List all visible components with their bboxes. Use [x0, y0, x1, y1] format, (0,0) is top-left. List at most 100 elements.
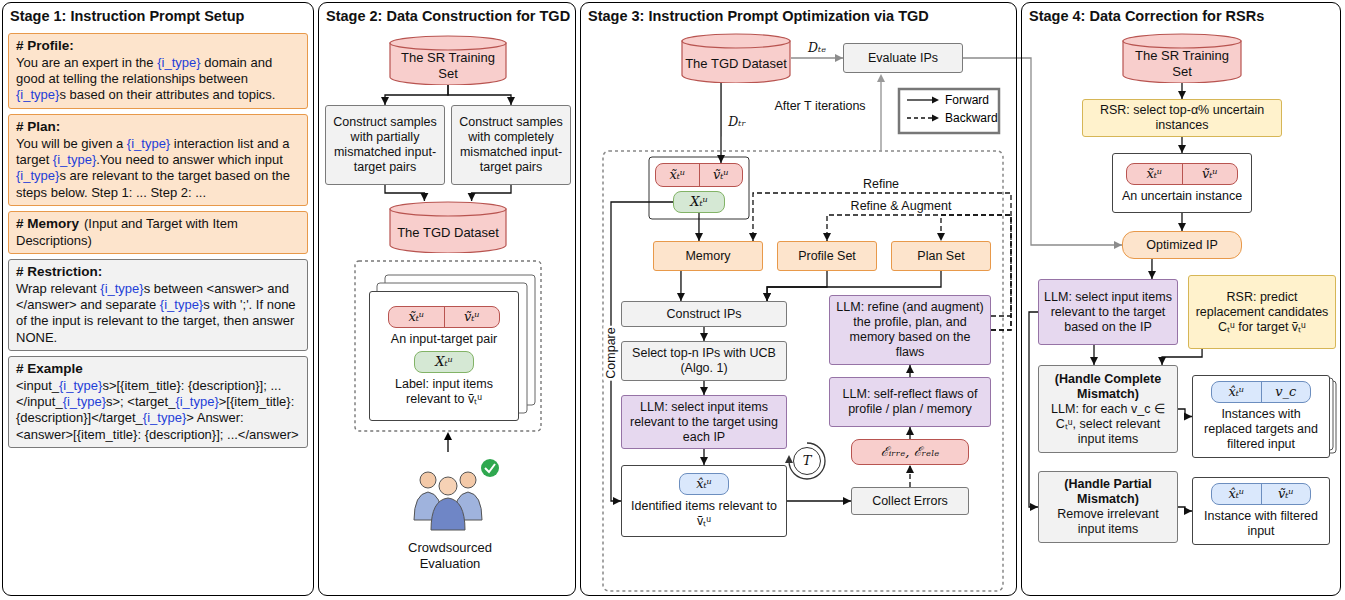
arrow-head	[1158, 357, 1166, 365]
legend-item: Forward	[906, 93, 989, 107]
prompt-section: # Memory(Input and Target with Item Desc…	[8, 211, 308, 254]
type-placeholder: {i_type}	[63, 394, 106, 409]
prompt-section: # Example<input_{i_type}s>[{item_title}:…	[8, 356, 308, 448]
panel-title: Stage 1: Instruction Prompt Setup	[10, 8, 244, 25]
dataset-stack	[355, 261, 541, 431]
instance-card: x̂ₜᵘv_cInstances with replaced targets a…	[1192, 375, 1330, 458]
process-box: Optimized IP	[1122, 231, 1242, 259]
legend-item: Backward	[906, 111, 998, 125]
box-text: Construct samples with completely mismat…	[457, 115, 565, 175]
connector-line	[767, 271, 827, 301]
variable-pill: Xₜᵘ	[414, 351, 474, 373]
box-text: Memory	[685, 249, 730, 264]
arrow-head	[717, 155, 725, 163]
box-text: You are an expert in the {i_type} domain…	[16, 55, 300, 104]
process-box: LLM: select input items relevant to the …	[621, 395, 787, 449]
prompt-section: # Restriction:Wrap relevant {i_type}s be…	[8, 259, 308, 351]
arrow-head	[906, 365, 914, 373]
process-box: LLM: refine (and augment) the profile, p…	[829, 295, 991, 365]
connector	[1178, 83, 1186, 99]
edge-label: Dₜᵣ	[726, 114, 747, 129]
person-head	[439, 477, 457, 495]
box-text: Identified items relevant to ṽₜᵘ	[627, 499, 781, 529]
type-placeholder: {i_type}	[16, 87, 59, 102]
cylinder-top	[682, 34, 790, 48]
legend-arrowhead	[932, 115, 939, 122]
check-badge	[481, 459, 499, 477]
dataset-cylinder: The SR Training Set	[1122, 33, 1242, 83]
box-text: Plan Set	[917, 249, 964, 264]
process-box: Construct IPs	[621, 301, 787, 327]
box-text: Label: input items relevant to ṽₜᵘ	[375, 377, 513, 407]
box-text: Instance with filtered input	[1198, 509, 1324, 539]
variable-pill: x̃ₜᵘṽₜᵘ	[388, 306, 500, 328]
edge-label: Refine & Augment	[849, 199, 954, 214]
legend-sample	[906, 113, 940, 123]
connector-line	[720, 83, 721, 163]
connector-line	[787, 500, 851, 501]
arrow-head	[1184, 413, 1192, 421]
pill-text: v_c	[1261, 382, 1311, 402]
arrow-head	[843, 497, 851, 505]
type-placeholder: {i_type}	[100, 281, 143, 296]
type-placeholder: {i_type}	[160, 297, 203, 312]
process-box: (Handle Complete Mismatch)LLM: for each …	[1038, 365, 1178, 453]
arrow-head	[507, 97, 515, 105]
process-box: LLM: self-reflect flaws of profile / pla…	[829, 377, 991, 427]
process-box: Construct samples with completely mismat…	[451, 105, 571, 185]
instance-frame	[649, 157, 749, 219]
box-text: Wrap relevant {i_type}s between <answer>…	[16, 281, 300, 346]
connector	[906, 365, 914, 377]
section-heading: # Memory	[16, 216, 79, 231]
process-box: RSR: select top-α% uncertain instances	[1082, 99, 1282, 137]
arrow-head	[763, 293, 771, 301]
connector-line	[963, 58, 1122, 245]
box-text: LLM: refine (and augment) the profile, p…	[835, 300, 985, 360]
variable-pill: x̃ₜᵘṽₜᵘ	[1126, 163, 1238, 185]
arrow-head	[749, 233, 757, 241]
connector	[787, 497, 851, 505]
connector	[763, 271, 827, 301]
instance-card: x̂ₜᵘIdentified items relevant to ṽₜᵘ	[621, 465, 787, 537]
box-text: Collect Errors	[872, 494, 948, 509]
arrow-head	[835, 54, 843, 62]
crowd-icon	[414, 432, 499, 530]
box-text: LLM: select input items relevant to the …	[627, 400, 781, 445]
prompt-section: # Profile:You are an expert in the {i_ty…	[8, 33, 308, 109]
legend-line	[907, 99, 933, 100]
box-heading: (Handle Partial Mismatch)	[1044, 477, 1172, 507]
box-text: Construct IPs	[666, 307, 741, 322]
arrow-head	[1184, 507, 1192, 515]
box-text: The SR Training Set	[1126, 48, 1238, 79]
instance-card: x̃ₜᵘṽₜᵘ An uncertain instance	[1112, 153, 1252, 213]
arrow-head	[1178, 145, 1186, 153]
box-text: The TGD Dataset	[397, 225, 499, 241]
connector	[677, 271, 685, 301]
type-placeholder: {i_type}	[53, 152, 96, 167]
box-text: An uncertain instance	[1122, 189, 1242, 204]
connector	[381, 85, 448, 105]
stage-panel: Stage 3: Instruction Prompt Optimization…	[580, 2, 1017, 596]
pill-text: x̃ₜᵘ	[1127, 164, 1182, 184]
arrow-head	[785, 455, 793, 463]
pill-text: ṽₜᵘ	[1182, 164, 1238, 184]
section-heading: # Plan:	[16, 119, 300, 136]
connector	[1029, 312, 1038, 511]
arrow-head	[823, 233, 831, 241]
panel-title: Stage 3: Instruction Prompt Optimization…	[588, 8, 929, 25]
connector-line	[1162, 349, 1202, 365]
pill-text: x̂ₜᵘ	[1212, 484, 1261, 504]
process-box: Construct samples with partially mismatc…	[325, 105, 445, 185]
arrow-head	[381, 97, 389, 105]
person-head	[460, 472, 476, 488]
connector	[1178, 507, 1192, 515]
type-placeholder: {i_type}	[143, 410, 186, 425]
pill-text: x̂ₜᵘ	[1212, 382, 1261, 402]
pill-text: Xₜᵘ	[674, 192, 724, 212]
dataset-cylinder: The TGD Dataset	[389, 201, 507, 253]
arrow-head	[420, 193, 428, 201]
cylinder-top	[1123, 34, 1241, 48]
connector	[700, 449, 708, 465]
connector	[1178, 409, 1192, 421]
person-body	[431, 498, 465, 530]
